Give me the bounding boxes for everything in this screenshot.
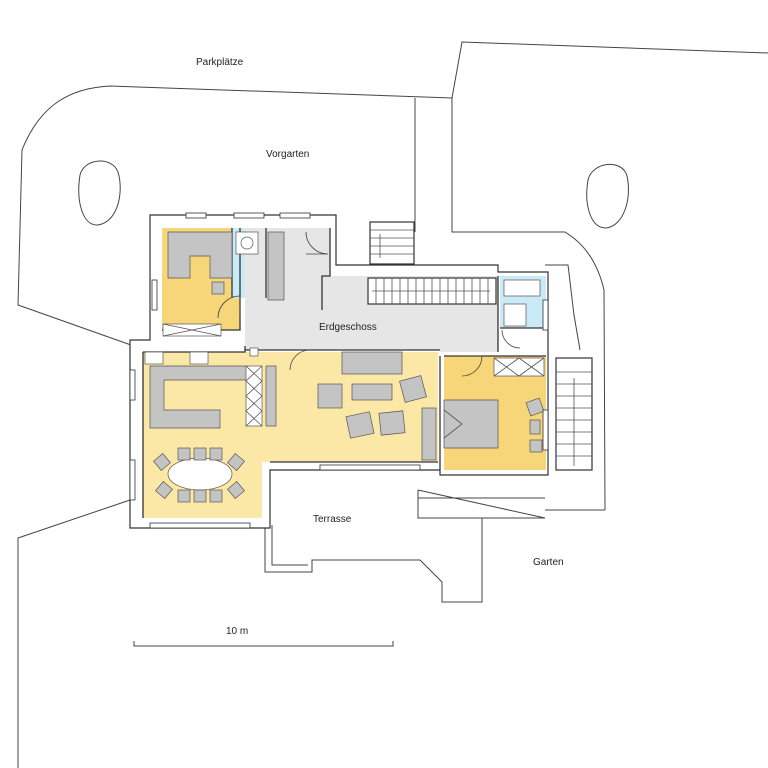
entrance-steps [369,221,415,265]
interior-stairs [367,277,497,305]
tree-right [586,163,629,229]
coffee-table [351,383,393,401]
kitchen-sink [144,351,164,365]
trees [78,160,629,229]
tv-bench [421,407,437,461]
label-parking: Parkplätze [196,57,244,68]
label-scale: 10 m [226,626,249,637]
armchair-1 [345,411,375,439]
scale-bar [133,641,394,647]
armchair-3 [399,375,427,403]
wardrobe-right [493,357,545,377]
label-floor: Erdgeschoss [319,322,377,333]
armchair-2 [378,410,406,436]
bed-left [167,231,233,279]
dining-table [167,457,233,491]
furniture [144,231,545,503]
sofa [341,351,403,375]
side-stairs [555,357,593,471]
tree-left [78,160,121,226]
doors [217,231,521,377]
label-terrace: Terrasse [313,514,352,525]
desk-chair [211,281,225,295]
label-garden: Garten [533,557,564,568]
windows [129,212,549,529]
label-front-garden: Vorgarten [266,149,310,160]
cabinet-column [245,365,263,427]
stove [189,351,209,365]
site-boundary [17,41,768,768]
bed-right [443,399,499,449]
